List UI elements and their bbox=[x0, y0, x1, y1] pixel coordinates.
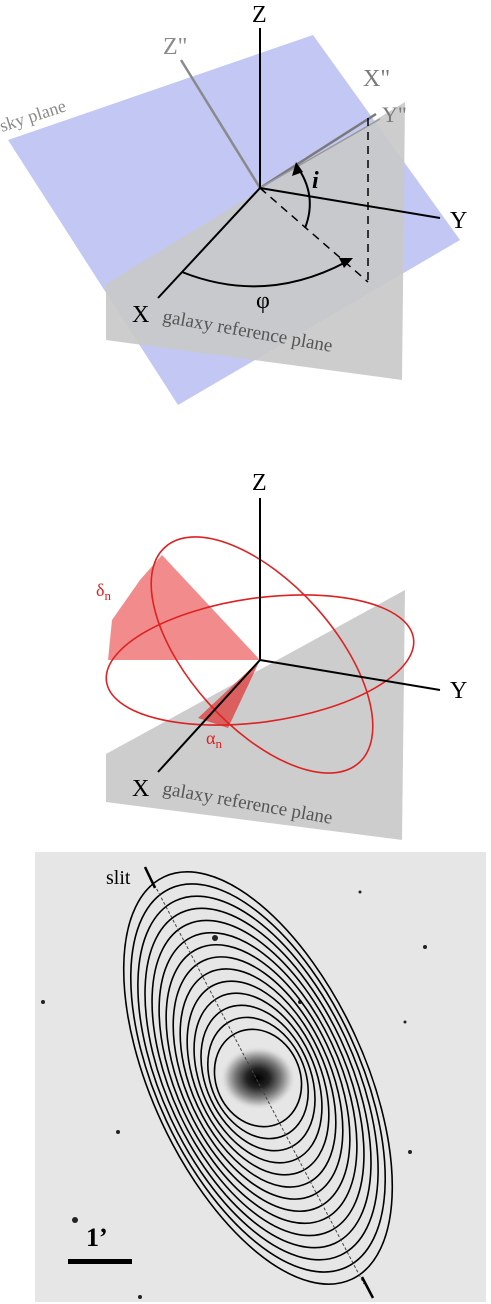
label-y-axis: Y bbox=[450, 208, 467, 234]
slit-line bbox=[151, 879, 365, 1285]
x-axis-2 bbox=[157, 659, 261, 773]
isophote-contour bbox=[206, 1016, 310, 1140]
label-z2-axis: Z" bbox=[163, 34, 187, 60]
label-x2-axis: X" bbox=[363, 66, 390, 92]
phi-arrowhead bbox=[339, 258, 353, 268]
isophote-contour bbox=[186, 980, 330, 1176]
label-x-axis-2: X bbox=[132, 776, 149, 802]
y-axis bbox=[259, 187, 441, 219]
label-inclination: i bbox=[312, 168, 319, 194]
label-x-axis: X bbox=[132, 302, 149, 328]
isophote-contour bbox=[172, 956, 344, 1200]
galaxy-reference-plane bbox=[106, 102, 405, 380]
meridian-ellipse bbox=[150, 536, 374, 774]
background-stars bbox=[41, 890, 427, 1299]
isophote-contour bbox=[151, 919, 365, 1237]
label-y-axis-2: Y bbox=[450, 678, 467, 704]
panel-inclination-diagram: Z Y X Z" X" Y" sky plane i φ galaxy refe… bbox=[0, 2, 467, 405]
delta-sector bbox=[108, 555, 260, 660]
y-axis-2 bbox=[259, 659, 441, 691]
galaxy-core bbox=[220, 1046, 296, 1110]
phi-arc bbox=[181, 261, 347, 288]
isophote-contour bbox=[179, 968, 337, 1188]
label-z-axis: Z bbox=[252, 2, 267, 28]
slit-marker-bottom bbox=[360, 1276, 375, 1299]
x-axis bbox=[157, 187, 261, 299]
isophote-contour bbox=[200, 1004, 316, 1152]
isophote-contour bbox=[137, 895, 379, 1261]
z2-axis bbox=[179, 59, 262, 189]
isophote-contour bbox=[129, 883, 387, 1273]
isophote-contour bbox=[165, 943, 351, 1213]
label-y2-axis: Y" bbox=[382, 102, 407, 127]
label-alpha: αn bbox=[206, 728, 222, 751]
label-phi: φ bbox=[256, 288, 270, 314]
projection-dashed-diagonal bbox=[259, 187, 369, 283]
label-slit: slit bbox=[106, 867, 131, 889]
isophote-contour bbox=[144, 907, 372, 1249]
isophote-contours bbox=[122, 871, 394, 1285]
x2-axis bbox=[259, 112, 377, 190]
galaxy-reference-plane-2 bbox=[106, 590, 405, 840]
label-scale: 1’ bbox=[86, 1223, 108, 1252]
isophote-contour bbox=[193, 992, 323, 1164]
y2-axis bbox=[259, 118, 381, 189]
label-z-axis-2: Z bbox=[252, 470, 267, 496]
panel-galaxy-image: slit 1’ bbox=[35, 852, 486, 1302]
isophote-contour bbox=[122, 871, 394, 1285]
inclination-arrowhead bbox=[292, 162, 303, 176]
label-delta: δn bbox=[96, 580, 111, 603]
scale-bar bbox=[68, 1259, 132, 1264]
isophote-contour bbox=[158, 931, 358, 1225]
slit-marker-top bbox=[143, 866, 157, 889]
panel-direction-diagram: Z Y X δn αn galaxy reference plane bbox=[96, 470, 467, 840]
equator-ellipse bbox=[105, 594, 415, 726]
isophote-contour bbox=[213, 1028, 303, 1128]
